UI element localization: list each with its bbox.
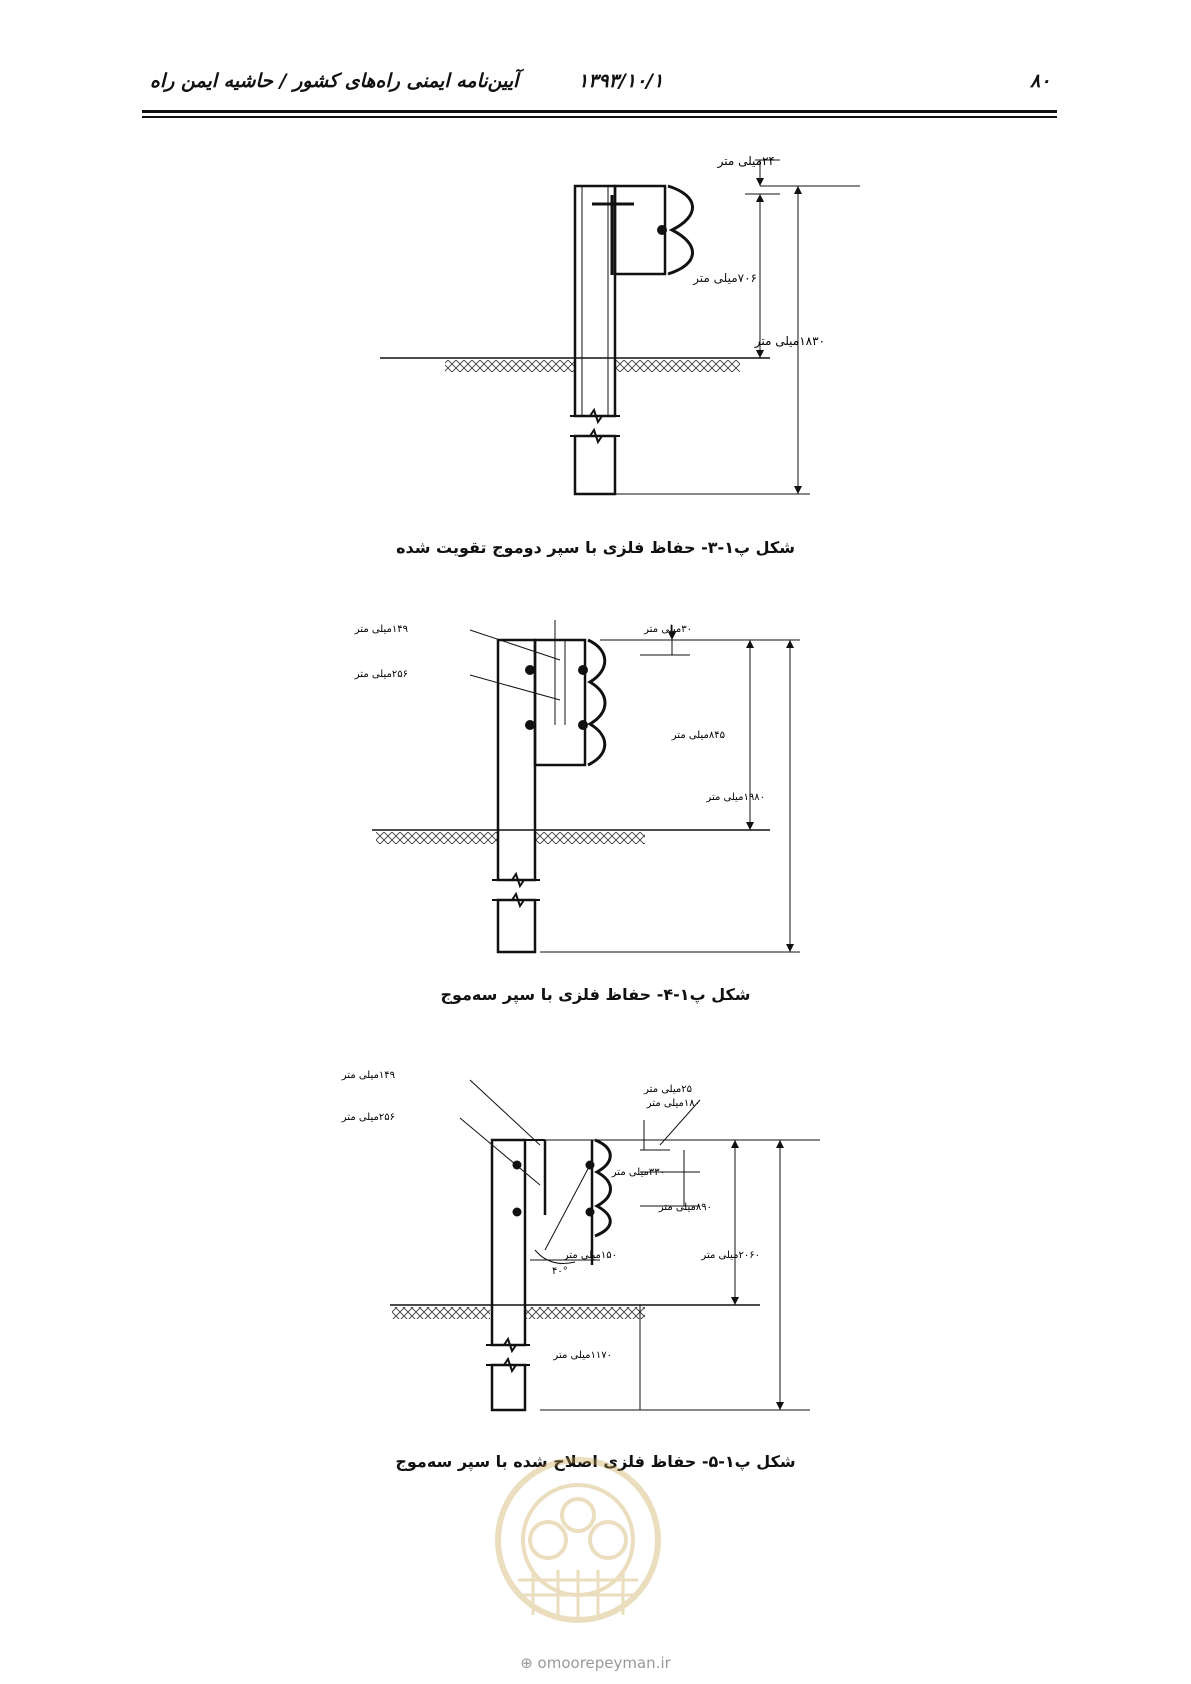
dim-label: ۱۸۰میلی متر [646,1098,700,1109]
figure-3-drawing: ۱۴۹میلی متر ۲۵۶میلی متر ۲۵میلی متر ۱۸۰می… [341,1070,820,1412]
dim-label: ۲۵میلی متر [643,1084,692,1095]
dim-label: ۱۵۰میلی متر [563,1250,617,1261]
dim-label: ۲۴میلی متر [717,154,775,169]
figure-2-drawing: ۱۴۹میلی متر ۲۵۶میلی متر ۳۰میلی متر ۸۴۵می… [354,620,800,954]
figure-1-drawing: ۲۴میلی متر ۷۰۶میلی متر ۱۸۳۰میلی متر [380,154,860,496]
header-date: ۱۳۹۳/۱۰/۱ [578,70,664,92]
dim-label: ۲۰۶۰میلی متر [700,1250,760,1261]
post [573,184,617,418]
thrie-beam [587,638,607,767]
header-rule [142,110,1057,113]
site-url: omoorepeyman.ir [537,1654,671,1672]
post [496,638,537,882]
w-beam [667,184,694,276]
dim-label: ۱۴۹میلی متر [354,624,408,635]
figure-3-caption: شکل پ۱-۵- حفاظ فلزی اصلاح شده با سپر سه‌… [395,1452,796,1471]
soil-hatch [615,360,740,372]
header-title: آیین‌نامه ایمنی راه‌های کشور / حاشیه ایم… [150,70,519,92]
post-lower [490,1363,527,1412]
figure-1-caption: شکل پ۱-۳- حفاظ فلزی با سپر دوموج تقویت ش… [396,538,795,557]
page-number: ۸۰ [1030,70,1051,92]
globe-icon: ⊕ [520,1654,533,1672]
dim-label: ۳۰میلی متر [643,624,692,635]
post-lower [573,434,617,496]
angle-label: ۴۰° [552,1266,568,1277]
dim-label: ۱۱۷۰میلی متر [552,1350,612,1361]
post-lower [496,898,537,954]
dim-label: ۳۳۰میلی متر [611,1167,665,1178]
dim-label: ۲۵۶میلی متر [354,669,408,680]
dim-label: ۱۴۹میلی متر [341,1070,395,1081]
dim-label: ۸۴۵میلی متر [671,730,725,741]
dim-label: ۱۸۳۰میلی متر [754,334,825,349]
watermark-seal [495,1457,661,1623]
blockout [533,638,587,767]
post [490,1138,527,1347]
dim-label: ۲۵۶میلی متر [341,1112,395,1123]
header-rule-thin [142,116,1057,118]
soil-hatch [445,360,575,372]
website-footer: ⊕ omoorepeyman.ir [0,1654,1191,1672]
dim-label: ۱۹۸۰میلی متر [705,792,765,803]
thrie-beam [593,1138,612,1238]
dim-label: ۷۰۶میلی متر [692,271,757,286]
figure-2-caption: شکل پ۱-۴- حفاظ فلزی با سپر سه‌موج [440,985,751,1004]
dim-label: ۸۹۰میلی متر [658,1202,712,1213]
